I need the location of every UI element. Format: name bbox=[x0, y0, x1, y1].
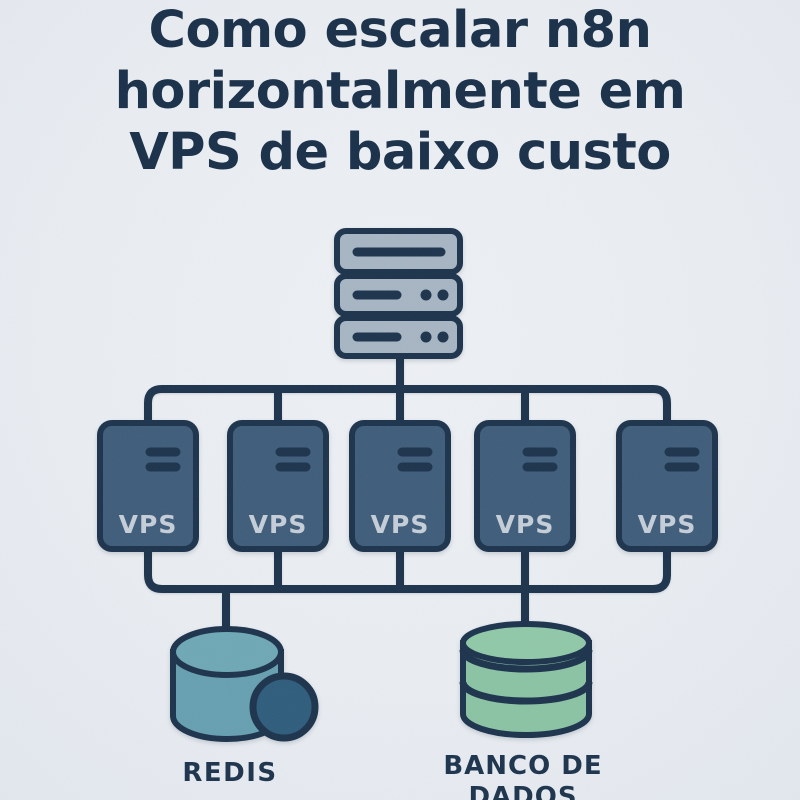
vps-label: VPS bbox=[496, 510, 555, 539]
bottom-bus-line bbox=[144, 546, 671, 593]
vps-label: VPS bbox=[371, 510, 430, 539]
vps-label: VPS bbox=[249, 510, 308, 539]
vps-label: VPS bbox=[119, 510, 178, 539]
vps-node-1: VPS bbox=[97, 420, 199, 552]
vps-node-group: VPS VPS VPS bbox=[97, 420, 718, 552]
server-led-dot bbox=[420, 331, 432, 343]
redis-dot-badge bbox=[249, 672, 319, 742]
vps-node-5: VPS bbox=[616, 420, 718, 552]
vps-node-3: VPS bbox=[349, 420, 451, 552]
server-led-dot bbox=[420, 289, 432, 301]
vps-node-2: VPS bbox=[227, 420, 329, 552]
vps-node-4: VPS bbox=[474, 420, 576, 552]
vps-label: VPS bbox=[638, 510, 697, 539]
database-label-line-2: DADOS bbox=[468, 782, 577, 800]
server-stack-icon bbox=[334, 228, 463, 359]
database-cylinder-top bbox=[460, 621, 592, 665]
database-cylinder-icon bbox=[459, 621, 593, 738]
server-led-dot bbox=[437, 331, 449, 343]
redis-cylinder-top bbox=[170, 626, 284, 678]
database-label-line-1: BANCO DE bbox=[443, 751, 602, 781]
server-led-dot bbox=[437, 289, 449, 301]
redis-label: REDIS bbox=[182, 758, 277, 788]
cache-cylinder-icon bbox=[170, 626, 319, 742]
